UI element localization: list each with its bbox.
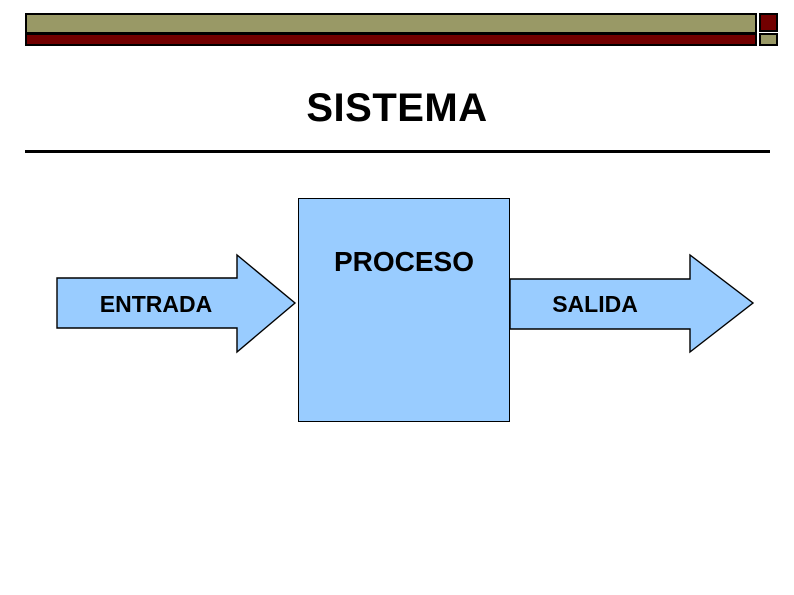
process-box-label: PROCESO (333, 246, 475, 277)
header-olive-square (759, 33, 778, 46)
input-arrow-shape (56, 253, 297, 354)
header-maroon-bar (25, 33, 757, 46)
slide-title: SISTEMA (306, 86, 488, 130)
input-arrow (56, 253, 297, 354)
header-olive-bar (25, 13, 757, 34)
input-arrow-label: ENTRADA (99, 291, 213, 317)
process-box: PROCESO (298, 198, 510, 422)
header-maroon-square (759, 13, 778, 32)
output-arrow (509, 253, 755, 354)
output-arrow-label: SALIDA (552, 291, 638, 317)
title-divider (25, 150, 770, 153)
output-arrow-shape (509, 253, 755, 354)
